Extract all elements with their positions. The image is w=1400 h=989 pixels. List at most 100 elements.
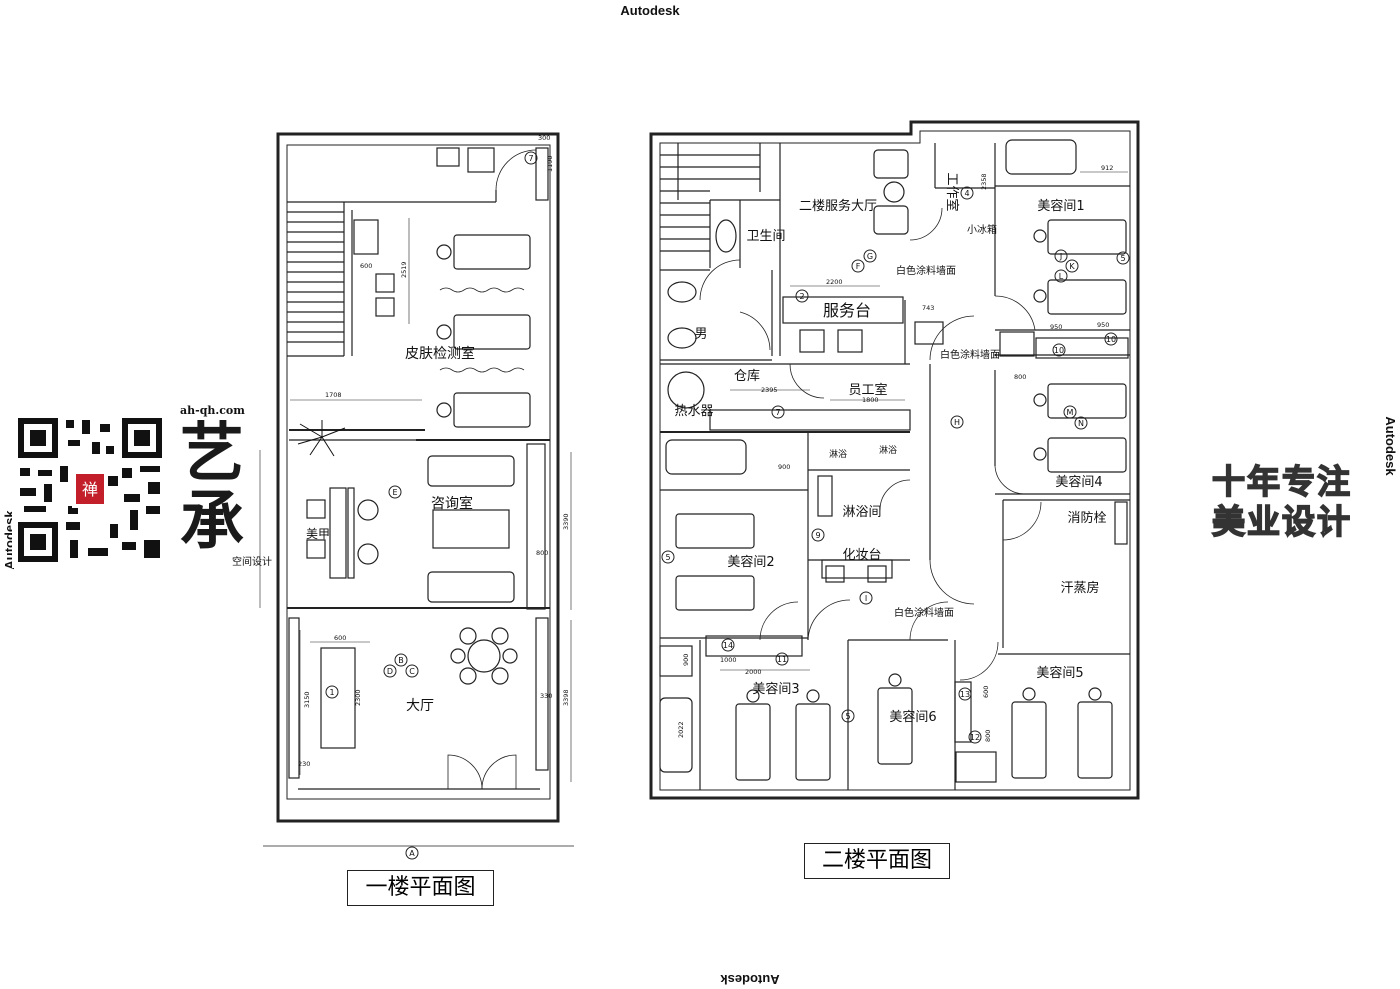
room-label-hydrant: 消防栓 <box>1067 510 1106 526</box>
marker-14: 14 <box>721 638 735 652</box>
svg-text:10: 10 <box>1106 335 1116 344</box>
svg-text:I: I <box>865 594 867 603</box>
dim-1800: 1800 <box>862 396 879 404</box>
svg-text:7: 7 <box>775 408 780 417</box>
marker-4: 4 <box>960 186 974 200</box>
plant-icon <box>297 420 346 457</box>
room-label-beauty4: 美容间4 <box>1055 474 1102 490</box>
room-label-shower2: 淋浴 <box>879 444 897 456</box>
qr-seal-text: 禅 <box>82 480 98 499</box>
room-label-male: 男 <box>694 327 707 342</box>
dim-2300: 2300 <box>354 689 362 706</box>
dim-1000: 1000 <box>720 656 737 664</box>
room-label-makeup: 化妆台 <box>842 548 881 563</box>
beds-floor1 <box>436 234 531 428</box>
dim-3390: 3390 <box>562 513 570 530</box>
floor2-title: 二楼平面图 <box>804 843 950 879</box>
marker-N: N <box>1074 416 1088 430</box>
note-wall-paint-3: 白色涂料墙面 <box>894 606 954 619</box>
svg-text:9: 9 <box>815 531 820 540</box>
svg-text:D: D <box>387 667 393 676</box>
floor1-walls <box>259 132 574 847</box>
marker-7-f2: 7 <box>771 405 785 419</box>
room-label-beauty6: 美容间6 <box>889 709 936 725</box>
svg-text:F: F <box>856 262 861 271</box>
marker-B: B <box>394 653 408 667</box>
dim-900a: 900 <box>778 463 790 471</box>
svg-text:K: K <box>1069 262 1075 271</box>
room-label-hall: 大厅 <box>406 698 434 714</box>
note-wall-paint-2: 白色涂料墙面 <box>940 348 1000 361</box>
svg-text:7: 7 <box>528 154 533 163</box>
marker-D: D <box>383 664 397 678</box>
room-label-nail: 美甲 <box>306 527 330 541</box>
marker-2: 2 <box>795 289 809 303</box>
svg-text:4: 4 <box>964 189 969 198</box>
dim-1708: 1708 <box>325 391 342 399</box>
qr-code-icon: 禅 <box>12 412 168 568</box>
svg-text:5: 5 <box>665 553 670 562</box>
svg-text:13: 13 <box>960 690 970 699</box>
svg-text:G: G <box>867 252 873 261</box>
slogan: 十年专注 美业设计 <box>1211 461 1352 542</box>
room-label-beauty5: 美容间5 <box>1036 665 1083 681</box>
room-label-work: 工作室 <box>944 172 960 211</box>
dim-2395: 2395 <box>761 386 778 394</box>
brand-sub: 空间设计 <box>232 557 272 568</box>
room-label-sauna: 汗蒸房 <box>1060 580 1099 596</box>
svg-text:12: 12 <box>970 733 980 742</box>
room-label-shower1: 淋浴 <box>829 448 847 460</box>
marker-12: 12 <box>968 730 982 744</box>
marker-5c: 5 <box>841 709 855 723</box>
svg-text:M: M <box>1067 408 1074 417</box>
marker-M: M <box>1063 405 1077 419</box>
marker-5b: 5 <box>661 550 675 564</box>
dim-950a: 950 <box>1050 323 1062 331</box>
dim-2519: 2519 <box>400 261 408 278</box>
marker-K: K <box>1065 259 1079 273</box>
dim-2000: 2000 <box>745 668 762 676</box>
room-label-skin-test: 皮肤检测室 <box>405 345 475 362</box>
dim-1190: 1190 <box>546 155 554 172</box>
room-label-water-heater: 热水器 <box>674 404 713 419</box>
marker-J: J <box>1054 249 1068 263</box>
marker-I: I <box>859 591 873 605</box>
svg-text:E: E <box>392 488 397 497</box>
marker-9: 9 <box>811 528 825 542</box>
marker-11: 11 <box>775 652 789 666</box>
room-label-beauty3: 美容间3 <box>752 681 799 697</box>
room-label-warehouse: 仓库 <box>734 368 760 384</box>
beds-floor2 <box>675 219 1127 781</box>
marker-L: L <box>1054 269 1068 283</box>
svg-text:2: 2 <box>799 292 804 301</box>
svg-text:L: L <box>1059 272 1064 281</box>
svg-text:C: C <box>409 667 415 676</box>
svg-text:H: H <box>954 418 960 427</box>
svg-text:J: J <box>1059 252 1062 261</box>
svg-text:B: B <box>398 656 404 665</box>
room-label-service-hall: 二楼服务大厅 <box>799 198 877 214</box>
dim-2358: 2358 <box>980 173 988 190</box>
brand-logo: 艺承 <box>180 416 244 559</box>
dim-600b: 600 <box>334 634 346 642</box>
svg-text:5: 5 <box>845 712 850 721</box>
watermark-top: Autodesk <box>620 3 680 18</box>
dim-3398: 3398 <box>562 689 570 706</box>
watermark-bottom: Autodesk <box>720 972 780 987</box>
room-label-staff: 员工室 <box>848 382 887 398</box>
dim-743: 743 <box>922 304 934 312</box>
marker-1: 1 <box>325 685 339 699</box>
room-label-beauty2: 美容间2 <box>727 554 774 570</box>
marker-F: F <box>851 259 865 273</box>
dim-230: 230 <box>298 760 310 768</box>
dim-600a: 600 <box>360 262 372 270</box>
floor2-walls <box>649 120 1140 800</box>
room-label-service-desk: 服务台 <box>823 301 871 320</box>
svg-text:A: A <box>409 849 415 858</box>
room-label-fridge: 小冰箱 <box>967 223 997 236</box>
dim-950b: 950 <box>1097 321 1109 329</box>
dim-330: 330 <box>540 692 552 700</box>
dim-300: 300 <box>538 134 550 142</box>
dim-800b: 800 <box>984 730 992 742</box>
